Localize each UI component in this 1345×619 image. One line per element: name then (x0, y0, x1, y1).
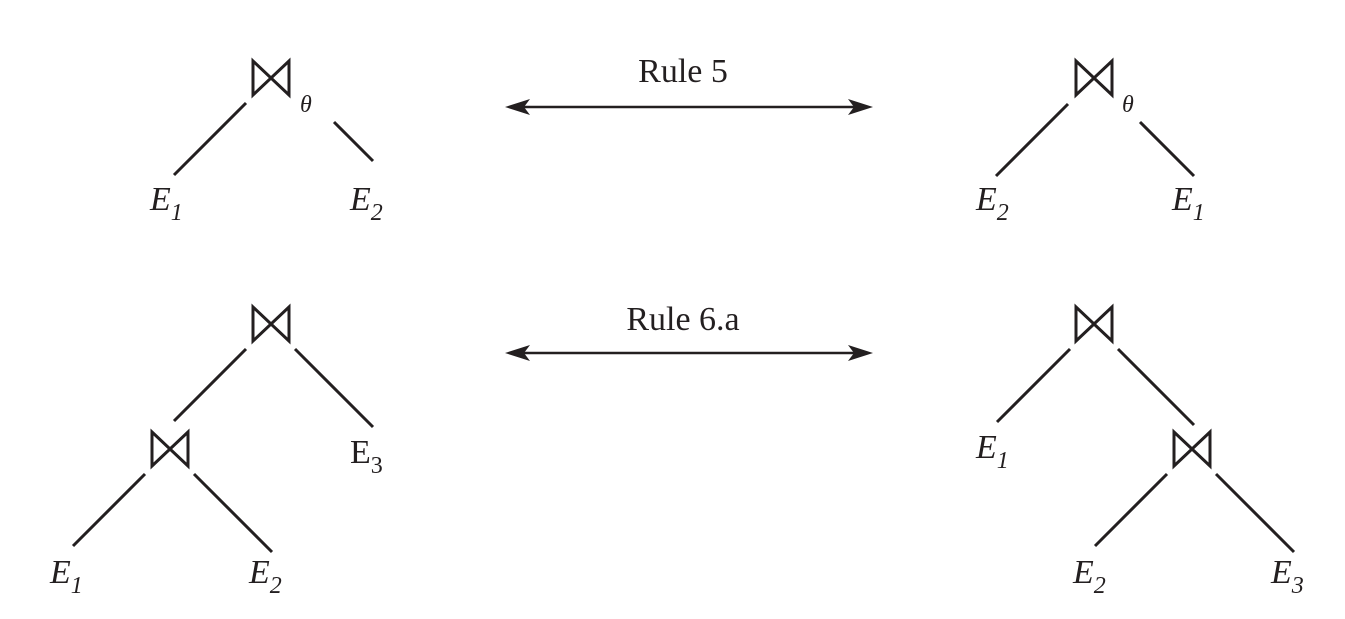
rule6a-right-tree: E1 E2 E3 (975, 305, 1304, 599)
tree-edge (192, 472, 274, 554)
tree-edge (71, 472, 147, 548)
rule-label: Rule 6.a (626, 301, 739, 338)
tree-edge (172, 347, 248, 423)
leaf-label: E1 (975, 429, 1009, 474)
join-condition: θ (1122, 92, 1134, 118)
tree-edge (172, 101, 248, 177)
tree-edge (994, 102, 1070, 178)
rule5-right-tree: θ E2 E1 (975, 59, 1205, 226)
leaf-label: E1 (49, 554, 83, 599)
join-operator-icon (1074, 59, 1114, 97)
rule-label: Rule 5 (638, 53, 728, 90)
tree-edge (1116, 347, 1196, 427)
leaf-label: E2 (1072, 554, 1106, 599)
join-operator-icon (1074, 305, 1114, 343)
join-operator-icon (1172, 430, 1212, 468)
join-operator-icon (251, 59, 291, 97)
leaf-label: E3 (350, 434, 383, 479)
leaf-label: E3 (1270, 554, 1304, 599)
rule6a-equivalence-arrow: Rule 6.a (505, 301, 873, 361)
tree-edge (1138, 120, 1196, 178)
tree-edge (995, 347, 1072, 424)
join-condition: θ (300, 92, 312, 118)
tree-edge (293, 347, 375, 429)
leaf-label: E1 (1171, 181, 1205, 226)
leaf-label: E2 (248, 554, 282, 599)
rule5-left-tree: θ E1 E2 (149, 59, 383, 226)
rule5-equivalence-arrow: Rule 5 (505, 53, 873, 115)
tree-edge (1214, 472, 1296, 554)
leaf-label: E2 (349, 181, 383, 226)
join-operator-icon (150, 430, 190, 468)
leaf-label: E1 (149, 181, 183, 226)
join-operator-icon (251, 305, 291, 343)
tree-edge (332, 120, 375, 163)
tree-edge (1093, 472, 1169, 548)
rule6a-left-tree: E3 E1 E2 (49, 305, 383, 599)
leaf-label: E2 (975, 181, 1009, 226)
